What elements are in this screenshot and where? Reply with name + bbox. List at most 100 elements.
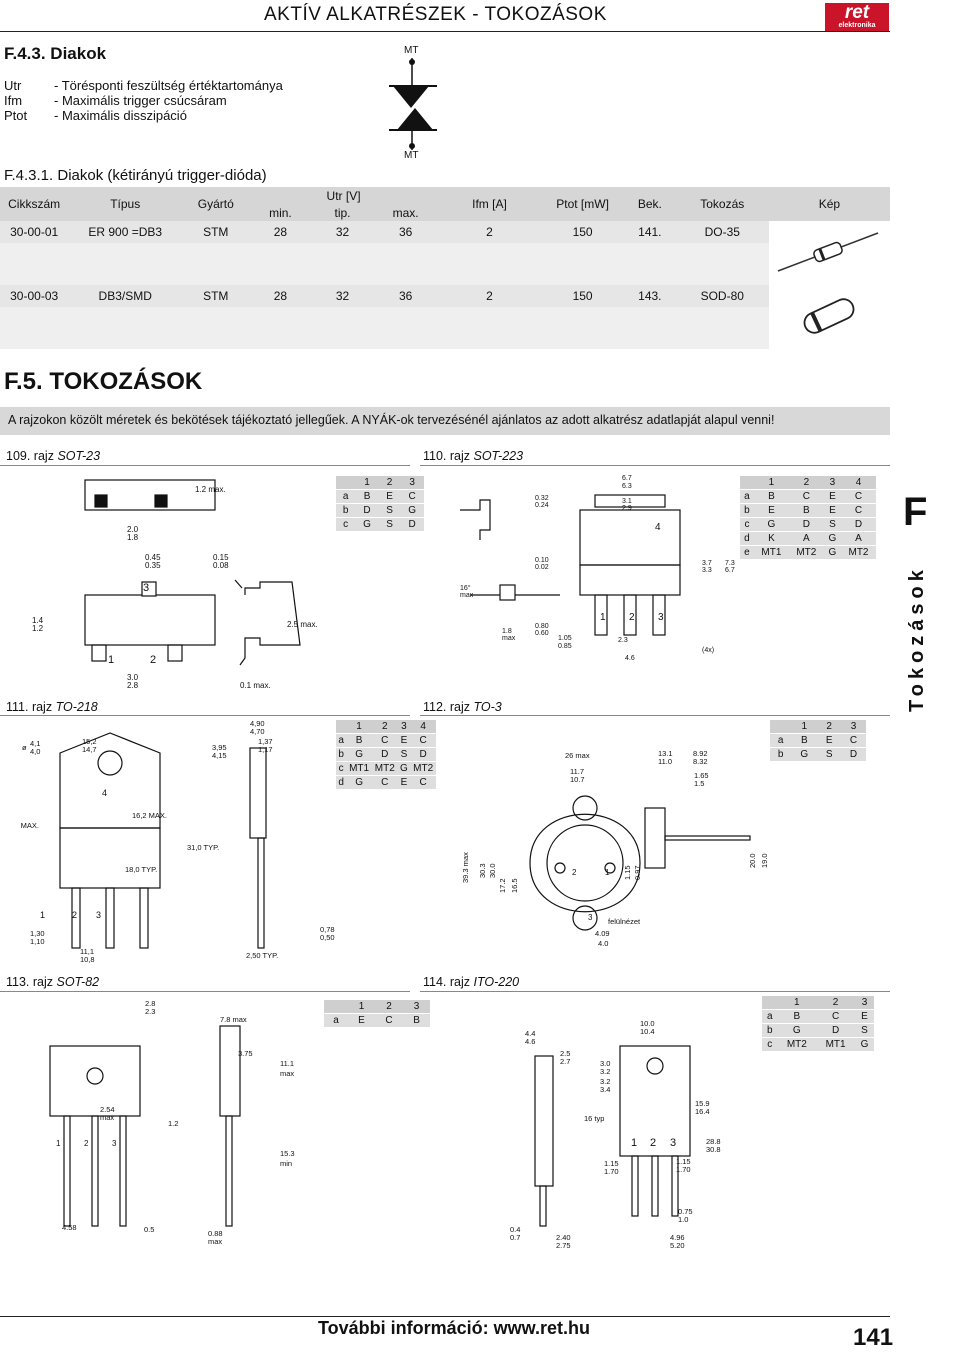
svg-text:0.75: 0.75 (678, 1207, 693, 1216)
pin-cell: a (770, 733, 792, 748)
dim-label: 0.08 (213, 561, 229, 570)
svg-text:6.7: 6.7 (622, 475, 632, 482)
pin-cell: MT2 (840, 545, 876, 560)
diac-section-title: F.4.3. Diakok (4, 44, 107, 63)
pin-label: 3 (143, 582, 149, 594)
pin-cell: a (324, 1013, 349, 1028)
svg-text:10.4: 10.4 (640, 1027, 655, 1036)
pin-cell: 1 (791, 720, 818, 734)
svg-text:10.0: 10.0 (640, 1019, 655, 1028)
pin-cell: C (841, 733, 866, 748)
col-header-min: min. (269, 205, 292, 220)
svg-text:8.92: 8.92 (693, 749, 708, 758)
svg-text:3.75: 3.75 (238, 1049, 253, 1058)
svg-text:18,0 TYP.: 18,0 TYP. (125, 865, 157, 874)
pin-cell: E (823, 503, 841, 518)
cell-ifm: 2 (486, 289, 493, 303)
svg-text:1.8: 1.8 (502, 628, 512, 635)
cell-ptot: 150 (572, 289, 593, 303)
table-row: 30-00-01 ER 900 =DB3 STM 28 32 36 2 150 … (0, 221, 890, 285)
pin-cell: C (371, 775, 398, 790)
svg-text:19.0: 19.0 (760, 853, 769, 868)
svg-text:3.1: 3.1 (622, 498, 632, 505)
pin-cell: 1 (777, 996, 817, 1010)
pin-cell: C (816, 1009, 855, 1024)
pin-cell: G (753, 517, 789, 532)
svg-text:4: 4 (655, 522, 661, 533)
col-header-ptot: Ptot [mW] (556, 197, 609, 211)
cell-cikkszam: 30-00-03 (10, 289, 59, 303)
svg-text:1.15: 1.15 (676, 1157, 691, 1166)
pin-cell: C (840, 489, 876, 504)
cell-tipus: DB3/SMD (98, 289, 152, 303)
pin-cell: 1 (348, 1000, 375, 1014)
svg-text:1.0: 1.0 (678, 1215, 688, 1224)
pin-cell: MT2 (788, 545, 824, 560)
pin-cell: C (410, 733, 436, 748)
svg-text:2.75: 2.75 (556, 1241, 571, 1250)
svg-text:1: 1 (56, 1139, 61, 1148)
pin-cell: 3 (854, 996, 874, 1010)
cell-max: 36 (398, 225, 413, 239)
svg-text:0.88: 0.88 (208, 1229, 223, 1238)
svg-text:2: 2 (629, 612, 635, 623)
dim-label: 0.15 (213, 553, 229, 562)
pin-cell: 3 (400, 476, 424, 490)
sot23-drawing: 1.2 max. 2.0 1.8 0.45 0.35 0.15 0.08 3 1… (32, 479, 318, 690)
svg-text:0.85: 0.85 (558, 643, 572, 650)
pin-cell: S (817, 747, 842, 762)
svg-text:1: 1 (40, 910, 45, 920)
pin-cell: a (336, 489, 356, 504)
svg-text:min: min (280, 1159, 292, 1168)
svg-text:2.40: 2.40 (556, 1233, 571, 1242)
cell-kep (768, 221, 890, 285)
svg-text:1: 1 (631, 1137, 637, 1149)
svg-text:1,10: 1,10 (30, 937, 45, 946)
svg-text:1.65: 1.65 (694, 771, 709, 780)
svg-text:2: 2 (650, 1137, 656, 1149)
packages-note: A rajzokon közölt méretek és bekötések t… (0, 407, 890, 435)
pin-cell: C (374, 1013, 404, 1028)
fig-rule-5 (0, 991, 410, 992)
cell-bek: 143. (638, 289, 662, 303)
svg-text:0.02: 0.02 (535, 564, 549, 571)
pin-cell: K (753, 531, 789, 546)
svg-text:16,2 MAX.: 16,2 MAX. (132, 811, 167, 820)
fig-rule-1 (0, 465, 410, 466)
pin-cell: C (371, 733, 398, 748)
pin-label: 2 (150, 654, 156, 666)
svg-text:2.8: 2.8 (145, 999, 155, 1008)
pin-cell: B (753, 489, 789, 504)
svg-text:3,95: 3,95 (212, 743, 227, 752)
pin-cell: 3 (403, 1000, 430, 1014)
svg-text:0.5: 0.5 (144, 1225, 154, 1234)
svg-text:1.15: 1.15 (604, 1159, 619, 1168)
svg-text:4.09: 4.09 (595, 929, 610, 938)
svg-text:4.6: 4.6 (625, 655, 635, 662)
svg-text:3.0: 3.0 (600, 1059, 610, 1068)
dim-label: 0.35 (145, 561, 161, 570)
pin-label: 1 (108, 654, 114, 666)
svg-text:10.7: 10.7 (570, 775, 585, 784)
legend-desc: - Maximális disszipáció (54, 108, 187, 123)
svg-text:0.24: 0.24 (535, 502, 549, 509)
svg-text:3: 3 (96, 910, 101, 920)
header-rule (0, 31, 890, 32)
svg-text:0.32: 0.32 (535, 495, 549, 502)
pin-corner-cell (740, 476, 754, 490)
cell-ifm: 2 (486, 225, 493, 239)
col-header-tokozas: Tokozás (700, 197, 745, 211)
svg-text:26 max: 26 max (565, 751, 590, 760)
pin-cell: D (840, 517, 876, 532)
cell-bek: 141. (638, 225, 662, 239)
svg-text:4,0: 4,0 (30, 747, 40, 756)
page-header-title: AKTÍV ALKATRÉSZEK - TOKOZÁSOK (264, 4, 607, 25)
